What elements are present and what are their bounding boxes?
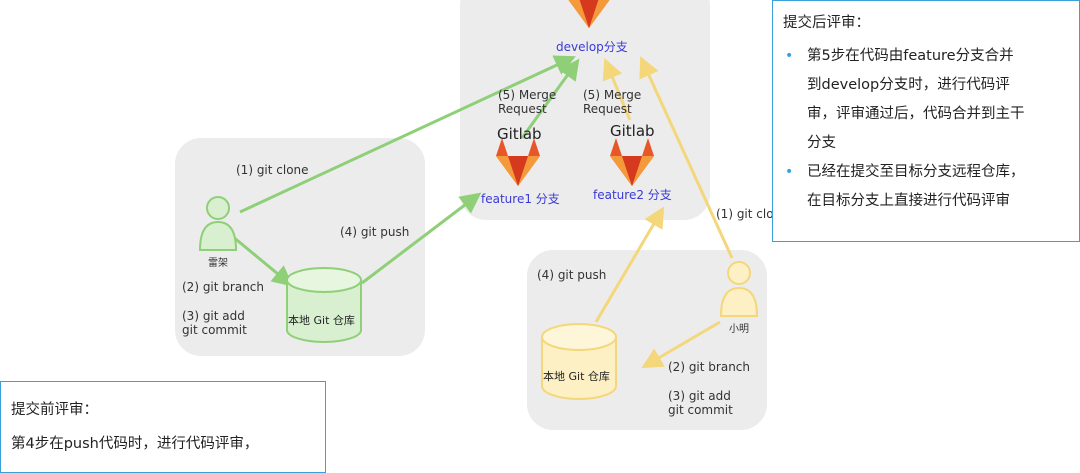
gitlab-left-label: Gitlab <box>497 125 542 143</box>
git-branch-left-label: (2) git branch <box>182 280 264 294</box>
post-review-bullet-1: 第5步在代码由feature分支合并 到develop分支时，进行代码评 审，评… <box>773 42 1079 158</box>
person-right-name: 小明 <box>729 324 749 335</box>
arrow-branch-left <box>231 234 294 287</box>
post-review-line-4: 分支 <box>807 135 836 151</box>
git-clone-left-label: (1) git clone <box>236 163 309 177</box>
arrow-push-right <box>594 206 665 323</box>
repo-left-cylinder <box>286 267 362 343</box>
arrow-merge-left <box>520 58 580 139</box>
gitlab-right-label: Gitlab <box>610 122 655 140</box>
arrow-branch-right <box>641 320 721 369</box>
pre-review-text: 第4步在push代码时，进行代码评审， <box>11 436 259 452</box>
gitlab-logo-develop <box>568 0 610 28</box>
person-right-icon <box>719 261 759 317</box>
git-push-right-label: (4) git push <box>537 268 607 282</box>
arrow-push-left <box>361 192 482 285</box>
repo-right-cylinder <box>541 323 617 400</box>
git-branch-right-label: (2) git branch <box>668 360 750 374</box>
pre-commit-review-box: 提交前评审： 第4步在push代码时，进行代码评审， <box>0 381 326 473</box>
person-left-icon <box>198 196 238 251</box>
git-add-commit-left-label: (3) git add git commit <box>182 309 247 337</box>
git-push-left-label: (4) git push <box>340 225 410 239</box>
merge-request-right-label: (5) Merge Request <box>583 88 642 116</box>
post-review-line-2: 到develop分支时，进行代码评 <box>807 77 1010 93</box>
gitlab-logo-feature2 <box>610 138 654 186</box>
post-review-line-3: 审，评审通过后，代码合并到主干 <box>807 106 1025 122</box>
repo-right-label: 本地 Git 仓库 <box>543 370 610 383</box>
develop-branch-label: develop分支 <box>556 40 628 54</box>
git-add-commit-right-label: (3) git add git commit <box>668 389 733 417</box>
post-review-list: 第5步在代码由feature分支合并 到develop分支时，进行代码评 审，评… <box>773 42 1079 216</box>
arrow-clone-left <box>239 55 576 214</box>
post-review-title: 提交后评审： <box>783 15 870 31</box>
arrow-merge-right <box>602 58 632 121</box>
repo-left-label: 本地 Git 仓库 <box>288 314 355 327</box>
post-review-bullet-2: 已经在提交至目标分支远程仓库， 在目标分支上直接进行代码评审 <box>773 158 1079 216</box>
pre-review-title: 提交前评审： <box>11 402 98 418</box>
post-review-line-6: 在目标分支上直接进行代码评审 <box>807 193 1010 209</box>
diagram-canvas <box>198 0 759 400</box>
feature2-branch-label: feature2 分支 <box>593 188 672 202</box>
gitlab-logo-feature1 <box>496 138 540 186</box>
post-review-line-1: 第5步在代码由feature分支合并 <box>807 48 1014 64</box>
person-left-name: 雷架 <box>208 258 228 269</box>
gitlab-server-region <box>460 0 710 220</box>
merge-request-left-label: (5) Merge Request <box>498 88 557 116</box>
feature1-branch-label: feature1 分支 <box>481 192 560 206</box>
post-review-line-5: 已经在提交至目标分支远程仓库， <box>807 164 1025 180</box>
arrow-clone-right <box>639 56 734 259</box>
post-commit-review-box: 提交后评审： 第5步在代码由feature分支合并 到develop分支时，进行… <box>772 0 1080 242</box>
